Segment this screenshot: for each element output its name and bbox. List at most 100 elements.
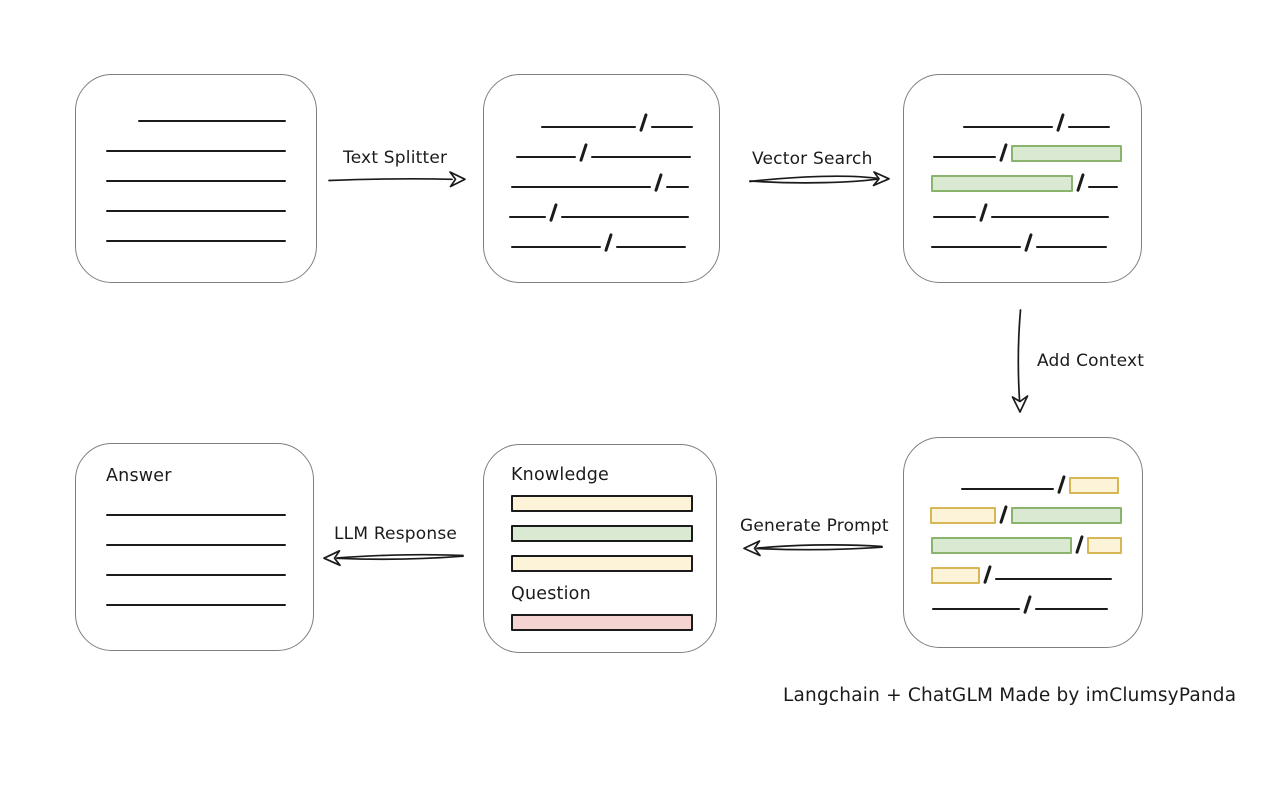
text-line: [1067, 126, 1110, 128]
context-chunks-box: [903, 437, 1143, 648]
text-line: [590, 156, 691, 158]
green-highlight-chip: [1010, 507, 1122, 524]
chunk-row: [506, 193, 719, 223]
slash-separator: [1075, 535, 1084, 554]
yellow-bar: [511, 555, 693, 572]
slash-separator: [654, 173, 663, 192]
text-line: [990, 216, 1109, 218]
yellow-highlight-chip: [1086, 537, 1122, 554]
chunk-row: [106, 581, 313, 611]
llm-response-arrow: [323, 549, 464, 567]
chunk-row: [506, 163, 719, 193]
chunk-row: [926, 495, 1142, 525]
slash-separator: [549, 203, 558, 222]
text-line: [511, 186, 651, 188]
vector-search-label: Vector Search: [752, 149, 873, 169]
slash-separator: [999, 505, 1008, 524]
chunk-row: [106, 217, 316, 247]
text-line: [106, 604, 286, 606]
question-label: Question: [511, 584, 591, 604]
chunk-row: [926, 193, 1141, 223]
vector-search-arrow: [749, 171, 890, 187]
text-line: [961, 488, 1054, 490]
chunk-row: [506, 133, 719, 163]
chunk-row: [106, 97, 316, 127]
text-line: [1087, 186, 1118, 188]
knowledge-label: Knowledge: [511, 465, 609, 485]
text-line: [516, 156, 576, 158]
slash-separator: [604, 233, 613, 252]
text-line: [1035, 246, 1107, 248]
slash-separator: [999, 143, 1008, 162]
slash-separator: [1024, 233, 1033, 252]
chunk-row: [926, 133, 1141, 163]
chunk-row: [106, 491, 313, 521]
slash-separator: [1056, 113, 1065, 132]
chunk-row: [106, 127, 316, 157]
text-line: [511, 246, 601, 248]
text-line: [106, 544, 286, 546]
chunk-lines: [506, 103, 719, 253]
text-line: [509, 216, 546, 218]
document-lines: [106, 97, 316, 247]
generate-prompt-arrow: [743, 540, 883, 557]
green-highlight-chip: [1010, 145, 1122, 162]
generate-prompt-label: Generate Prompt: [740, 516, 889, 536]
text-line: [932, 608, 1020, 610]
yellow-highlight-chip: [1068, 477, 1119, 494]
add-context-label: Add Context: [1037, 351, 1145, 371]
text-line: [1034, 608, 1108, 610]
chunk-row: [106, 521, 313, 551]
chunk-row: [506, 223, 719, 253]
chunk-lines: [926, 465, 1142, 615]
slash-separator: [1057, 475, 1066, 494]
attribution-text: Langchain + ChatGLM Made by imClumsyPand…: [783, 685, 1237, 706]
chunk-row: [506, 103, 719, 133]
text-line: [106, 514, 286, 516]
llm-response-label: LLM Response: [334, 524, 458, 544]
text-splitter-arrow: [328, 171, 466, 188]
answer-box: Answer: [75, 443, 314, 651]
slash-separator: [639, 113, 648, 132]
slash-separator: [1023, 595, 1032, 614]
text-line: [106, 150, 286, 152]
source-document-box: [75, 74, 317, 283]
text-line: [994, 578, 1112, 580]
slash-separator: [979, 203, 988, 222]
text-line: [138, 120, 286, 122]
text-line: [615, 246, 686, 248]
chunk-row: [926, 585, 1142, 615]
slash-separator: [579, 143, 588, 162]
text-splitter-label: Text Splitter: [343, 148, 448, 168]
split-chunks-box: [483, 74, 720, 283]
chunk-row: [926, 555, 1142, 585]
question-bars: [511, 614, 716, 631]
chunk-lines: [926, 103, 1141, 253]
chunk-row: [926, 163, 1141, 193]
green-highlight-chip: [931, 175, 1073, 192]
slash-separator: [1076, 173, 1085, 192]
text-line: [106, 180, 286, 182]
chunk-row: [926, 525, 1142, 555]
text-line: [963, 126, 1053, 128]
text-line: [106, 240, 286, 242]
text-line: [106, 574, 286, 576]
chunk-row: [926, 465, 1142, 495]
text-line: [560, 216, 689, 218]
yellow-bar: [511, 495, 693, 512]
green-bar: [511, 525, 693, 542]
prompt-box: Knowledge Question: [483, 444, 717, 653]
yellow-highlight-chip: [930, 507, 996, 524]
chunk-row: [926, 103, 1141, 133]
green-highlight-chip: [931, 537, 1072, 554]
chunk-row: [926, 223, 1141, 253]
vector-matched-chunks-box: [903, 74, 1142, 283]
answer-lines: [106, 491, 313, 611]
red-bar: [511, 614, 693, 631]
knowledge-bars: [511, 495, 716, 572]
slash-separator: [983, 565, 992, 584]
answer-label: Answer: [106, 466, 172, 486]
text-line: [650, 126, 693, 128]
text-line: [933, 216, 976, 218]
